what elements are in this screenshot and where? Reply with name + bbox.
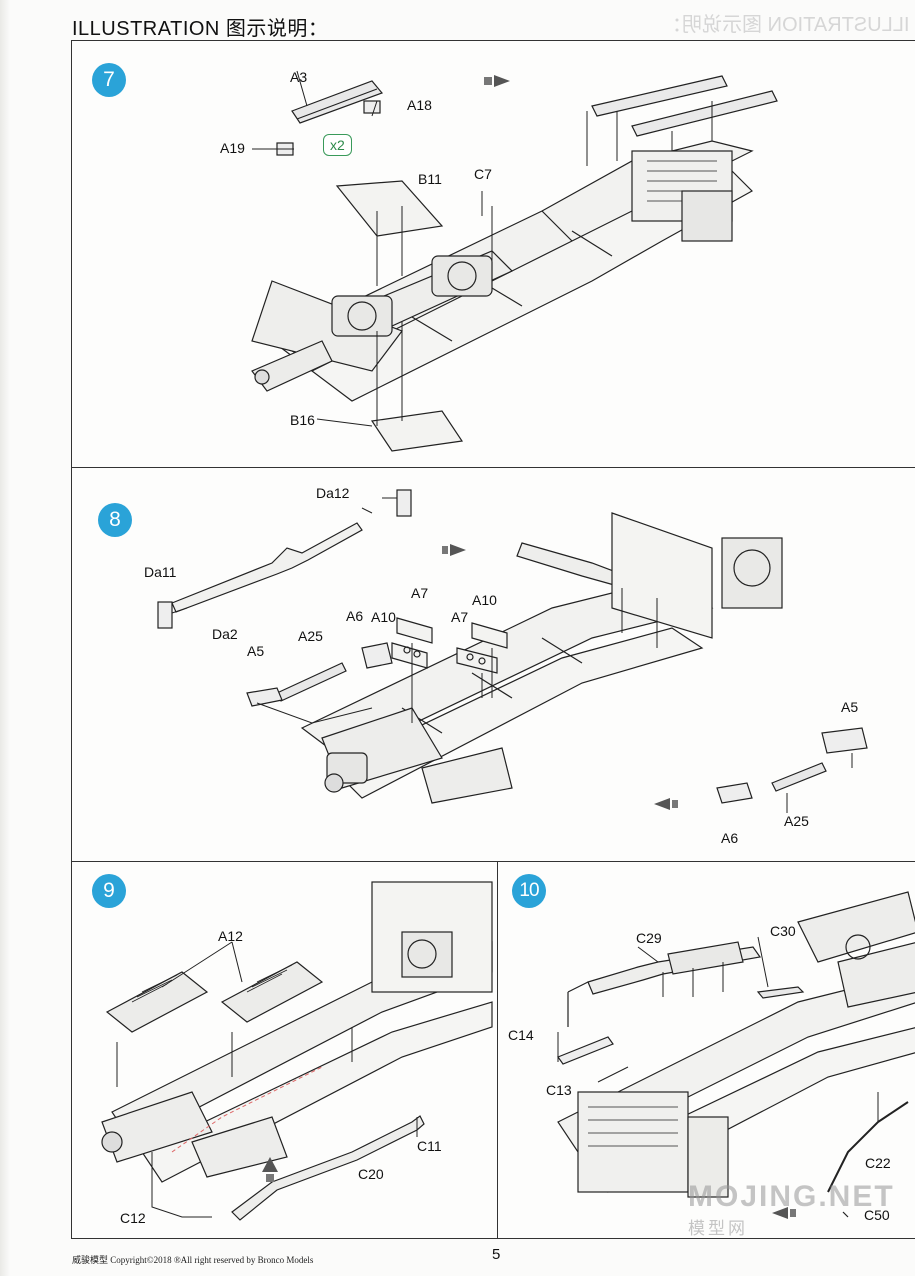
label-c13: C13 [546, 1082, 572, 1098]
label-c29: C29 [636, 930, 662, 946]
label-c30: C30 [770, 923, 796, 939]
step-10-panel: 10 C29 C30 C14 C13 C22 C50 [497, 861, 915, 1239]
label-c20: C20 [358, 1166, 384, 1182]
quantity-badge: x2 [323, 134, 352, 156]
label-da11: Da11 [144, 564, 177, 580]
step-7-panel: 7 A3 A18 A19 x2 B11 C7 B16 [71, 40, 915, 469]
step-8-drawing [157, 489, 868, 813]
label-a6-right: A6 [721, 830, 739, 846]
label-c50: C50 [864, 1207, 890, 1223]
watermark-subtitle: 模型网 [688, 1219, 748, 1238]
label-c11: C11 [417, 1138, 442, 1154]
copyright-notice: 威骏模型 Copyright©2018 ®All right reserved … [72, 1255, 314, 1265]
label-da2: Da2 [212, 626, 238, 642]
page-title: ILLUSTRATION 图示说明： [72, 18, 329, 40]
label-a10-right: A10 [472, 592, 497, 608]
label-a25-right: A25 [784, 813, 809, 829]
label-a18: A18 [407, 97, 432, 113]
label-a10-left: A10 [371, 609, 396, 625]
label-a19: A19 [220, 140, 245, 156]
label-b16: B16 [290, 412, 315, 428]
step-7-badge: 7 [92, 63, 126, 97]
label-a12: A12 [218, 928, 243, 944]
label-a25-left: A25 [298, 628, 323, 644]
label-a5-left: A5 [247, 643, 265, 659]
label-c14: C14 [508, 1027, 534, 1043]
step-10-badge: 10 [512, 874, 546, 908]
label-a6-left: A6 [346, 608, 364, 624]
page-number: 5 [492, 1246, 501, 1263]
step-9-panel: 9 A12 C11 C20 C12 [71, 861, 499, 1239]
step-7-drawing [251, 70, 778, 452]
page-edge-shadow [0, 0, 10, 1276]
watermark-logo: MOJING.NET [688, 1180, 895, 1213]
step-10-drawing [557, 891, 915, 1219]
label-c22: C22 [865, 1155, 891, 1171]
label-a5-right: A5 [841, 699, 859, 715]
step-8-badge: 8 [98, 503, 132, 537]
label-b11: B11 [418, 171, 442, 187]
label-a3: A3 [290, 69, 308, 85]
step-8-panel: 8 Da12 Da11 Da2 A7 A10 A6 A10 A7 A25 A5 … [71, 467, 915, 864]
label-da12: Da12 [316, 485, 350, 501]
label-c12: C12 [120, 1210, 146, 1226]
label-a7-left: A7 [411, 585, 429, 601]
label-c7: C7 [474, 166, 492, 182]
bleed-through-title: ILLUSTRATION 图示说明： [661, 14, 909, 36]
step-9-badge: 9 [92, 874, 126, 908]
label-a7-right: A7 [451, 609, 469, 625]
step-9-drawing [101, 881, 493, 1221]
